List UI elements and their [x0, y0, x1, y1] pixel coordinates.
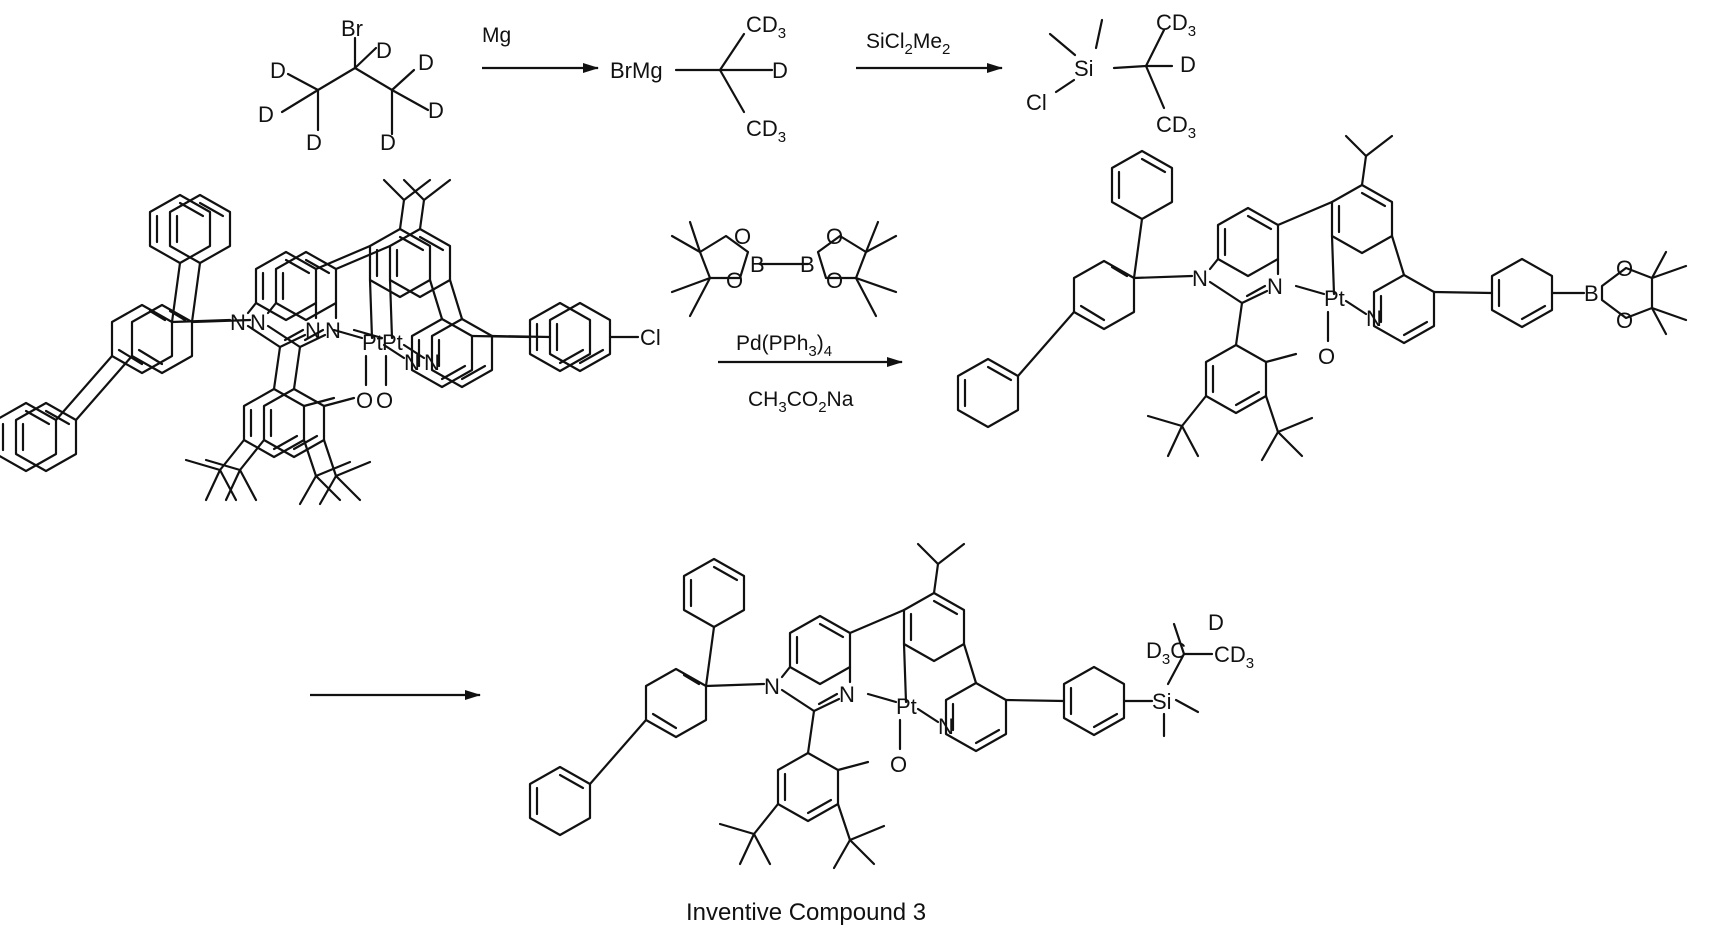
oxygen-label: O — [1616, 256, 1633, 281]
nitrogen-label: N — [230, 310, 246, 335]
svg-text:CD3: CD3 — [746, 116, 786, 146]
chlorine-label: Cl — [640, 325, 661, 350]
reaction-arrow-2: SiCl2Me2 — [856, 30, 1002, 68]
deuterium-label: D — [380, 130, 396, 155]
reagent-sicl2me2: SiCl2Me2 — [866, 30, 950, 58]
deuterium-label: D — [418, 50, 434, 75]
deuterium-label: D — [258, 102, 274, 127]
cd3-label: CD — [746, 116, 778, 141]
d3c-label: D — [1146, 638, 1162, 663]
oxygen-label: O — [726, 268, 743, 293]
brmg-label: BrMg — [610, 58, 663, 83]
grignard-molecule: BrMg CD3 D CD3 — [610, 12, 788, 146]
deuterium-label: D — [1208, 610, 1224, 635]
chlorosilane-molecule: Si Cl CD3 D CD3 — [1026, 10, 1196, 142]
reaction-arrow-3: O O B B O O Pd(PPh3)4 CH3CO2Na — [672, 222, 902, 416]
oxygen-label: O — [734, 224, 751, 249]
cd3-label: CD — [1156, 10, 1188, 35]
deuterium-label: D — [376, 38, 392, 63]
b2pin2-molecule: O O B B O O — [672, 222, 896, 316]
cd3-label: CD — [1156, 112, 1188, 137]
oxygen-label: O — [1616, 308, 1633, 333]
oxygen-label: O — [826, 268, 843, 293]
deuterium-label: D — [270, 58, 286, 83]
reagent-mg: Mg — [482, 24, 511, 47]
svg-text:CD3: CD3 — [1156, 112, 1196, 142]
base-label: CH3CO2Na — [748, 388, 854, 416]
oxygen-label: O — [826, 224, 843, 249]
boron-label: B — [1584, 281, 1599, 306]
silicon-label: Si — [1152, 689, 1172, 714]
oxygen-label: O — [356, 388, 373, 413]
chlorine-label: Cl — [1026, 90, 1047, 115]
svg-text:CD3: CD3 — [746, 12, 786, 42]
cd3-label: CD — [1214, 642, 1246, 667]
boron-label: B — [750, 252, 765, 277]
svg-text:D3C: D3C — [1146, 638, 1186, 668]
deuterium-label: D — [772, 58, 788, 83]
deuterium-label: D — [428, 98, 444, 123]
boron-label: B — [800, 252, 815, 277]
deuterium-label: D — [1180, 52, 1196, 77]
bromopropane-d7-molecule: Br D D D D D D D — [258, 16, 444, 155]
inventive-compound-3: Si D3C D CD3 — [530, 544, 1254, 868]
catalyst-label: Pd(PPh3)4 — [736, 332, 832, 360]
silicon-label: Si — [1074, 56, 1094, 81]
deuterium-label: D — [306, 130, 322, 155]
reaction-arrow-1: Mg — [482, 24, 598, 68]
svg-text:CD3: CD3 — [1214, 642, 1254, 672]
compound-caption: Inventive Compound 3 — [686, 899, 926, 926]
cd3-label: CD — [746, 12, 778, 37]
bromine-label: Br — [341, 16, 363, 41]
boronate-pt-complex: B O O — [958, 136, 1686, 460]
